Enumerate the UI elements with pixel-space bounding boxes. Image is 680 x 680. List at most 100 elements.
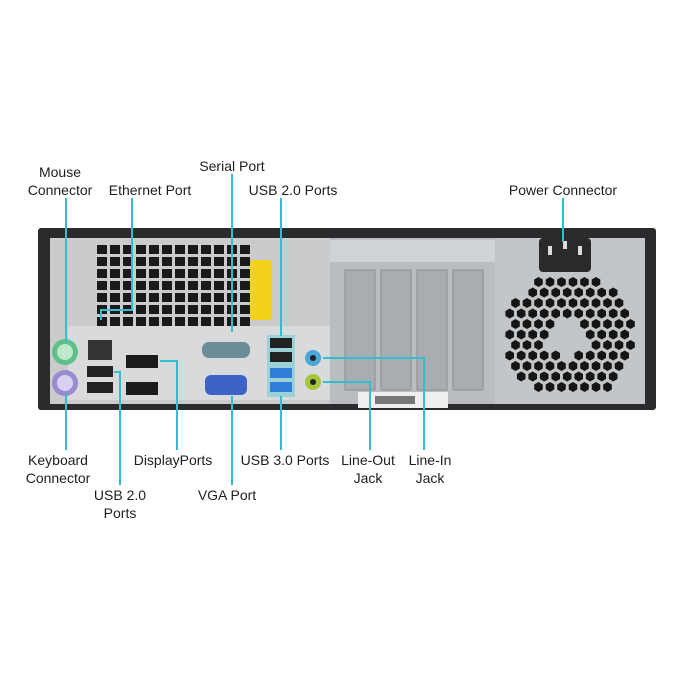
vent-hole (162, 257, 172, 266)
fan-hole (534, 382, 543, 392)
vent-hole (188, 269, 198, 278)
vent-hole (188, 305, 198, 314)
fan-hole (603, 340, 612, 350)
fan-hole (585, 308, 595, 319)
fan-hole (591, 340, 601, 350)
vent-hole (97, 281, 107, 290)
vent-hole (188, 317, 198, 326)
slot-cover (344, 269, 376, 391)
fan-hole (511, 361, 520, 371)
fan-hole (557, 361, 566, 371)
vent-hole (240, 269, 250, 278)
label-usb3-ports: USB 3.0 Ports (241, 452, 330, 468)
fan-hole (551, 371, 560, 382)
vent-hole (240, 245, 250, 254)
fan-hole (522, 298, 532, 308)
vent-hole (149, 281, 159, 290)
label-ethernet-port: Ethernet Port (109, 182, 192, 198)
displayport (126, 355, 158, 368)
fan-hole (551, 308, 560, 319)
vent-hole (97, 317, 107, 326)
fan-hole (580, 361, 589, 371)
fan-hole (516, 329, 526, 340)
vent-hole (136, 257, 146, 266)
vent-hole (175, 317, 185, 326)
fan-hole (562, 308, 572, 319)
fan-hole (591, 361, 601, 371)
fan-hole (528, 329, 537, 340)
fan-hole (620, 350, 629, 361)
vent-hole (110, 257, 120, 266)
vent-hole (149, 245, 159, 254)
fan-hole (597, 350, 606, 361)
fan-hole (603, 382, 612, 392)
vent-hole (97, 269, 107, 278)
fan-hole (585, 287, 595, 298)
vent-hole (240, 293, 250, 302)
vent-hole (188, 293, 198, 302)
vent-hole (162, 281, 172, 290)
fan-hole (539, 308, 549, 319)
vent-hole (136, 305, 146, 314)
vent-hole (188, 281, 198, 290)
vent-hole (149, 317, 159, 326)
vent-hole (175, 281, 185, 290)
usb2-port (270, 338, 292, 348)
vent-hole (240, 317, 250, 326)
fan-hole (539, 329, 549, 340)
fan-hole (608, 329, 618, 340)
label-vga-port: VGA Port (198, 487, 256, 503)
fan-hole (505, 308, 514, 319)
label-serial-port: Serial Port (199, 158, 264, 174)
vent-hole (175, 257, 185, 266)
fan-hole (545, 277, 555, 287)
vent-hole (97, 257, 107, 266)
fan-hole (597, 287, 606, 298)
vent-hole (201, 269, 211, 278)
vent-hole (123, 281, 133, 290)
fan-hole (574, 371, 583, 382)
vent-hole (136, 293, 146, 302)
vent-hole (201, 293, 211, 302)
fan-hole (522, 340, 532, 350)
leader-lines (65, 174, 564, 485)
vent-hole (201, 245, 211, 254)
vent-hole (201, 257, 211, 266)
vent-hole (240, 305, 250, 314)
vent-hole (175, 305, 185, 314)
fan-hole (562, 371, 572, 382)
vent-hole (110, 281, 120, 290)
vent-hole (110, 293, 120, 302)
fan-hole (545, 361, 555, 371)
slot-cover (452, 269, 484, 391)
line-out-hole (310, 379, 316, 385)
fan-hole (534, 340, 543, 350)
fan-hole (557, 277, 566, 287)
serial-port (202, 342, 250, 358)
vent-hole (97, 293, 107, 302)
fan-hole (574, 287, 583, 298)
vent-hole (240, 257, 250, 266)
fan-hole (516, 350, 526, 361)
vent-hole (214, 293, 224, 302)
fan-hole (626, 319, 635, 329)
fan-hole (511, 340, 520, 350)
vent-hole (123, 317, 133, 326)
fan-hole (597, 371, 606, 382)
fan-hole (539, 371, 549, 382)
fan-hole (516, 308, 526, 319)
vent-hole (214, 245, 224, 254)
fan-hole (591, 298, 601, 308)
fan-hole (580, 277, 589, 287)
usb2-port (87, 366, 113, 377)
fan-hole (539, 350, 549, 361)
fan-hole (557, 382, 566, 392)
vent-hole (149, 269, 159, 278)
vent-hole (162, 317, 172, 326)
vent-hole (175, 269, 185, 278)
fan-hole (522, 319, 532, 329)
fan-hole (608, 287, 618, 298)
